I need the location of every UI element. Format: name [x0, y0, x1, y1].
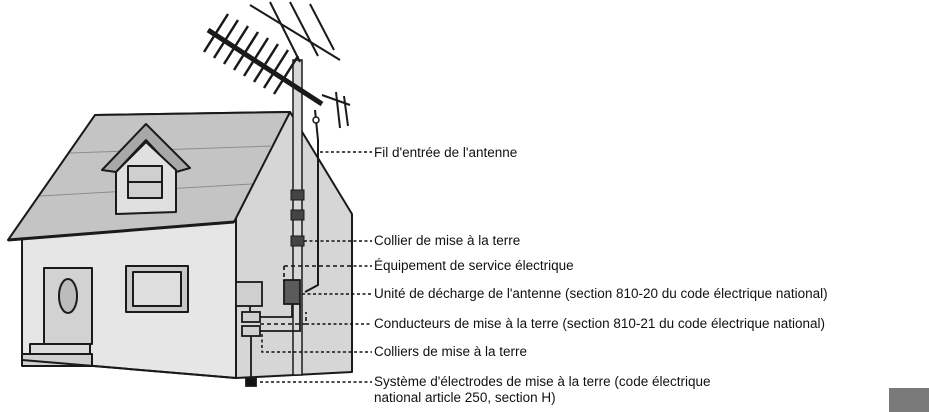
label-ground-clamps: Colliers de mise à la terre — [374, 344, 528, 359]
door-window — [58, 278, 78, 314]
service-equipment-box — [235, 281, 263, 307]
tv-antenna — [202, 1, 351, 376]
label-discharge-unit: Unité de décharge de l'antenne (section … — [374, 286, 828, 301]
label-electrode-system-line1: Système d'électrodes de mise à la terre … — [374, 374, 711, 389]
grounding-equipment — [235, 279, 301, 387]
lead-in-wire-line — [304, 109, 319, 293]
label-electrode-system-line2: national article 250, section H) — [374, 390, 556, 405]
label-service-equipment: Équipement de service électrique — [374, 258, 574, 273]
ground-rod — [245, 377, 257, 387]
label-ground-clamp: Collier de mise à la terre — [374, 233, 521, 248]
corner-tab — [889, 388, 929, 412]
label-grounding-conductors: Conducteurs de mise à la terre (section … — [374, 316, 826, 331]
leader-ground-clamps — [261, 334, 372, 353]
house — [7, 111, 353, 379]
discharge-unit-box — [283, 279, 301, 305]
front-steps — [29, 343, 91, 355]
leader-lines — [260, 151, 372, 383]
label-lead-in-wire: Fil d'entrée de l'antenne — [374, 145, 518, 160]
